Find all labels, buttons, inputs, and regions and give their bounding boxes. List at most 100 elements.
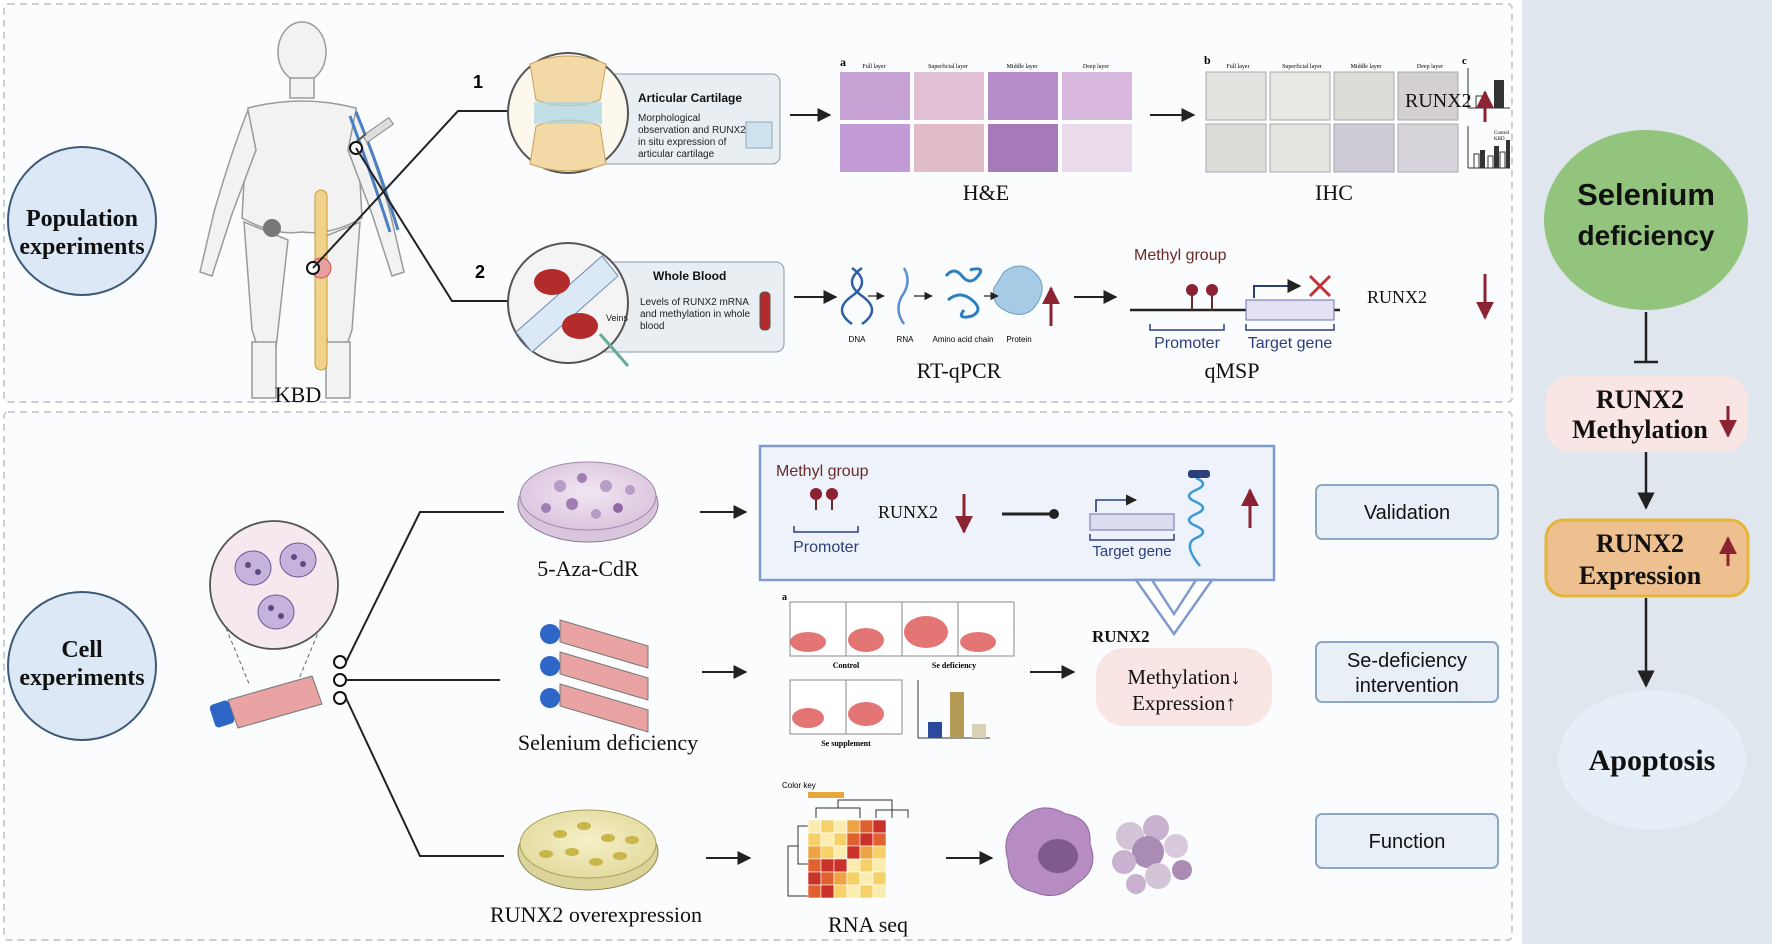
heatmap-cell bbox=[846, 832, 861, 847]
chondrocyte-magnifier bbox=[209, 520, 339, 687]
heatmap-cell bbox=[807, 871, 822, 886]
flow-panel-letter: a bbox=[782, 592, 787, 603]
he-col-1: Full layer bbox=[862, 64, 885, 70]
he-col-2: Superficial layer bbox=[928, 63, 968, 70]
cell-panel bbox=[3, 411, 1513, 941]
heatmap-cell bbox=[872, 845, 887, 860]
flow-cytometry-panel: a Control Se deficiency Se supplement bbox=[782, 592, 1015, 748]
apoptosis-node: Apoptosis bbox=[1558, 690, 1746, 830]
methylation-line1: RUNX2 bbox=[1596, 385, 1684, 414]
apoptotic-cell-icon bbox=[1005, 807, 1094, 897]
blood-callout: Veins Whole Blood Levels of RUNX2 mRNA a… bbox=[507, 242, 785, 367]
qmsp-label: qMSP bbox=[1204, 358, 1259, 383]
ihc-legend-kbd: KBD bbox=[1494, 137, 1505, 142]
skin-lesion bbox=[263, 219, 281, 237]
expression-line1: RUNX2 bbox=[1596, 529, 1684, 558]
runx2-label-mid: RUNX2 bbox=[1367, 287, 1427, 307]
step2-number: 2 bbox=[475, 262, 485, 282]
overexp-label: RUNX2 overexpression bbox=[490, 902, 702, 927]
heatmap-cell bbox=[820, 819, 835, 834]
heatmap-cell bbox=[872, 871, 887, 886]
funnel-arrow bbox=[1133, 578, 1215, 637]
heatmap-cell bbox=[846, 871, 861, 886]
heatmap-cell bbox=[872, 858, 887, 873]
ihc-histology-panel: b Full layer Superficial layer Middle la… bbox=[1204, 53, 1459, 173]
population-title-line1: Population bbox=[26, 206, 138, 232]
result-methylation: Methylation↓ bbox=[1127, 665, 1240, 689]
he-label: H&E bbox=[963, 180, 1009, 205]
heatmap-cell bbox=[820, 845, 835, 860]
qmsp-schematic: Methyl group Promoter Target gene bbox=[1130, 247, 1340, 352]
population-title-bubble: Population experiments bbox=[7, 146, 157, 296]
val-runx2: RUNX2 bbox=[878, 502, 938, 522]
validation-label: Validation bbox=[1364, 502, 1450, 524]
validation-schematic-box: Methyl group Promoter RUNX2 Target gene bbox=[758, 444, 1276, 582]
heatmap-cell bbox=[807, 884, 822, 899]
flow-label-se-supp: Se supplement bbox=[821, 739, 871, 748]
apoptosis-bar-se-supp bbox=[972, 724, 986, 738]
aza-label: 5-Aza-CdR bbox=[537, 556, 639, 581]
heatmap-cell bbox=[859, 871, 874, 886]
cartilage-desc-3: in situ expression of bbox=[638, 137, 727, 148]
dogma-amino: Amino acid chain bbox=[933, 335, 994, 344]
heatmap-cell bbox=[872, 819, 887, 834]
ihc-col-2: Superficial layer bbox=[1282, 63, 1322, 70]
blood-desc-3: blood bbox=[640, 321, 664, 332]
heatmap-cell bbox=[859, 858, 874, 873]
he-col-4: Deep layer bbox=[1083, 64, 1109, 70]
runx2-label-top: RUNX2 bbox=[1405, 90, 1472, 112]
branch-line-aza bbox=[345, 511, 504, 663]
panel-letter-c: c bbox=[1462, 55, 1467, 67]
expression-line2: Expression bbox=[1579, 561, 1702, 590]
selenium-line2: deficiency bbox=[1578, 220, 1715, 251]
cell-title-line2: experiments bbox=[19, 665, 144, 691]
se-intervention-line2: intervention bbox=[1355, 675, 1458, 697]
blood-title: Whole Blood bbox=[653, 269, 726, 283]
ihc-col-3: Middle layer bbox=[1351, 64, 1382, 70]
apoptosis-bar-control bbox=[928, 722, 942, 738]
ihc-col-1: Full layer bbox=[1226, 64, 1249, 70]
flow-label-se-def: Se deficiency bbox=[932, 661, 976, 670]
rtqpcr-label: RT-qPCR bbox=[917, 358, 1002, 383]
branch-node-1 bbox=[333, 655, 347, 669]
heatmap-cell bbox=[807, 819, 822, 834]
heatmap-cell bbox=[833, 871, 848, 886]
heatmap-color-key: Color key bbox=[782, 781, 816, 790]
heatmap-cell bbox=[872, 884, 887, 899]
syringe-icon bbox=[355, 116, 395, 144]
heatmap-cell bbox=[820, 884, 835, 899]
dna-icon bbox=[840, 266, 874, 326]
dogma-dna: DNA bbox=[849, 335, 867, 344]
cartilage-callout: Articular Cartilage Morphological observ… bbox=[507, 52, 781, 174]
branch-line-overexp bbox=[345, 697, 504, 857]
heatmap-cell bbox=[859, 845, 874, 860]
heatmap-cell bbox=[833, 832, 848, 847]
heatmap-cell bbox=[807, 858, 822, 873]
apoptosis-bar-se-def bbox=[950, 692, 964, 738]
heatmap-cell bbox=[859, 884, 874, 899]
heatmap-cell bbox=[820, 832, 835, 847]
population-panel bbox=[3, 3, 1513, 403]
validation-box: Validation bbox=[1315, 484, 1499, 540]
ihc-legend-control: Control bbox=[1494, 131, 1510, 136]
heatmap-cell bbox=[846, 819, 861, 834]
he-col-3: Middle layer bbox=[1007, 64, 1038, 70]
overexp-dish-icon bbox=[517, 809, 659, 891]
val-methyl-group: Methyl group bbox=[776, 463, 869, 480]
central-dogma-panel: DNA RNA Amino acid chain Protein bbox=[840, 265, 1060, 344]
heatmap-cell bbox=[833, 819, 848, 834]
heatmap-cell bbox=[846, 845, 861, 860]
branch-node-2 bbox=[333, 673, 347, 687]
heatmap-cell bbox=[846, 858, 861, 873]
aza-dish-icon bbox=[517, 461, 659, 543]
rna-icon bbox=[897, 267, 909, 325]
apoptosis-label: Apoptosis bbox=[1589, 744, 1716, 777]
val-target-gene: Target gene bbox=[1092, 543, 1171, 560]
protein-icon bbox=[992, 265, 1043, 315]
se-flasks-icon bbox=[540, 619, 649, 733]
connector-step2 bbox=[355, 147, 512, 302]
cell-title-line1: Cell bbox=[61, 637, 103, 663]
blood-desc-2: and methylation in whole bbox=[640, 309, 751, 320]
result-expression: Expression↑ bbox=[1132, 691, 1236, 715]
